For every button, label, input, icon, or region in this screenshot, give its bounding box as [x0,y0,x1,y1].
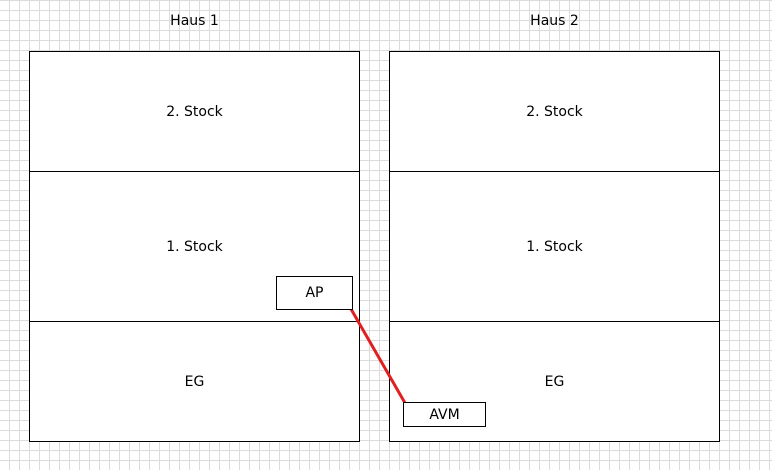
house-2-floor-2-label: 2. Stock [526,103,583,120]
house-1-floor-2: 2. Stock [29,51,360,172]
ap-device-label: AP [305,285,324,301]
house-1-floor-2-label: 2. Stock [166,103,223,120]
house-2-floor-2: 2. Stock [389,51,720,172]
house-2-ground-floor-label: EG [544,373,565,390]
house-1-title: Haus 1 [170,13,219,29]
house-2-floor-1-label: 1. Stock [526,238,583,255]
house-1-floor-1-label: 1. Stock [166,238,223,255]
house-1-ground-floor-label: EG [184,373,205,390]
house-1-floor-1: 1. Stock [29,171,360,322]
avm-device-box: AVM [403,402,486,427]
house-2-title: Haus 2 [530,13,579,29]
house-2-floor-1: 1. Stock [389,171,720,322]
house-1-ground-floor: EG [29,321,360,442]
avm-device-label: AVM [429,406,460,423]
ap-device-box: AP [276,276,353,310]
